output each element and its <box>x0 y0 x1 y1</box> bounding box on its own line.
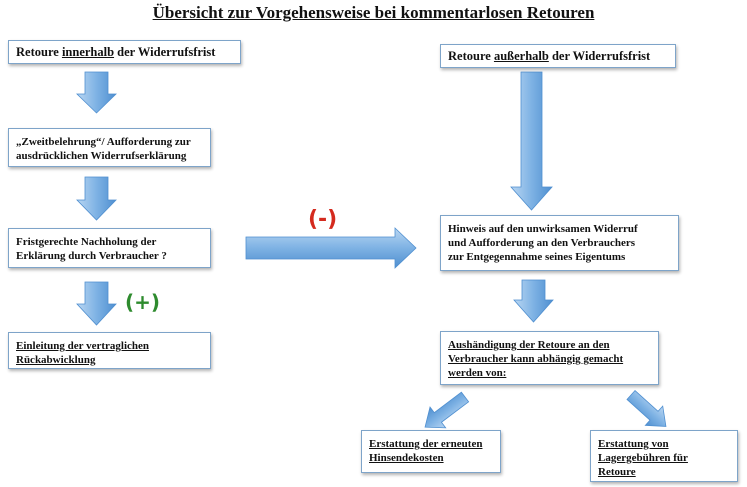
plus-label: (+) <box>125 290 161 314</box>
minus-label: (-) <box>308 207 338 232</box>
box-line: und Aufforderung an den Verbrauchers <box>448 237 636 249</box>
arrow-down-icon <box>513 279 554 323</box>
box-hinweis-unwirksam: Hinweis auf den unwirksamen Widerruf und… <box>440 215 679 271</box>
box-aushaendigung: Aushändigung der Retoure an den Verbrauc… <box>440 331 659 385</box>
box-line: Einleitung der vertraglichen <box>16 340 150 352</box>
box-erstattung-hinsendekosten: Erstattung der erneuten Hinsendekosten <box>361 430 501 473</box>
arrow-down-icon <box>76 71 117 114</box>
box-erstattung-lagergebuehren: Erstattung von Lagergebühren für Retoure <box>590 430 738 482</box>
box-rueckabwicklung: Einleitung der vertraglichen Rückabwickl… <box>8 332 211 369</box>
box-retoure-innerhalb: Retoure innerhalb der Widerrufsfrist <box>8 40 241 64</box>
box-line: Erklärung durch Verbraucher ? <box>16 250 167 262</box>
arrow-diagonal-right-icon <box>626 389 667 427</box>
box-label-emph: außerhalb <box>493 49 549 63</box>
arrow-right-icon <box>245 227 417 269</box>
box-line: werden von: <box>448 367 507 379</box>
box-line: Hinweis auf den unwirksamen Widerruf <box>448 223 638 235</box>
box-line: Erstattung von <box>598 438 669 450</box>
arrow-down-icon <box>510 71 553 211</box>
box-line: zur Entgegennahme seines Eigentums <box>448 251 626 263</box>
diagram-title: Übersicht zur Vorgehensweise bei komment… <box>152 3 595 22</box>
box-fristgerechte-nachholung: Fristgerechte Nachholung der Erklärung d… <box>8 228 211 268</box>
box-line: ausdrücklichen Widerrufserklärung <box>16 150 187 162</box>
box-line: Erstattung der erneuten <box>369 438 483 450</box>
box-line: „Zweitbelehrung“/ Aufforderung zur <box>16 136 191 148</box>
arrow-diagonal-left-icon <box>424 391 470 429</box>
box-line: Rückabwicklung <box>16 354 96 366</box>
box-line: Aushändigung der Retoure an den <box>448 339 610 351</box>
box-label-emph: innerhalb <box>61 45 115 59</box>
box-line: Hinsendekosten <box>369 452 444 464</box>
box-label-post: der Widerrufsfrist <box>548 49 651 63</box>
box-line: Fristgerechte Nachholung der <box>16 236 157 248</box>
box-retoure-ausserhalb: Retoure außerhalb der Widerrufsfrist <box>440 44 676 68</box>
box-label-post: der Widerrufsfrist <box>114 45 216 59</box>
arrow-down-icon <box>76 281 117 326</box>
box-line: Retoure <box>598 466 636 478</box>
box-label-pre: Retoure <box>16 45 62 59</box>
box-label-pre: Retoure <box>448 49 494 63</box>
arrow-down-icon <box>76 176 117 221</box>
box-zweitbelehrung: „Zweitbelehrung“/ Aufforderung zur ausdr… <box>8 128 211 167</box>
box-line: Verbraucher kann abhängig gemacht <box>448 353 624 365</box>
box-line: Lagergebühren für <box>598 452 688 464</box>
